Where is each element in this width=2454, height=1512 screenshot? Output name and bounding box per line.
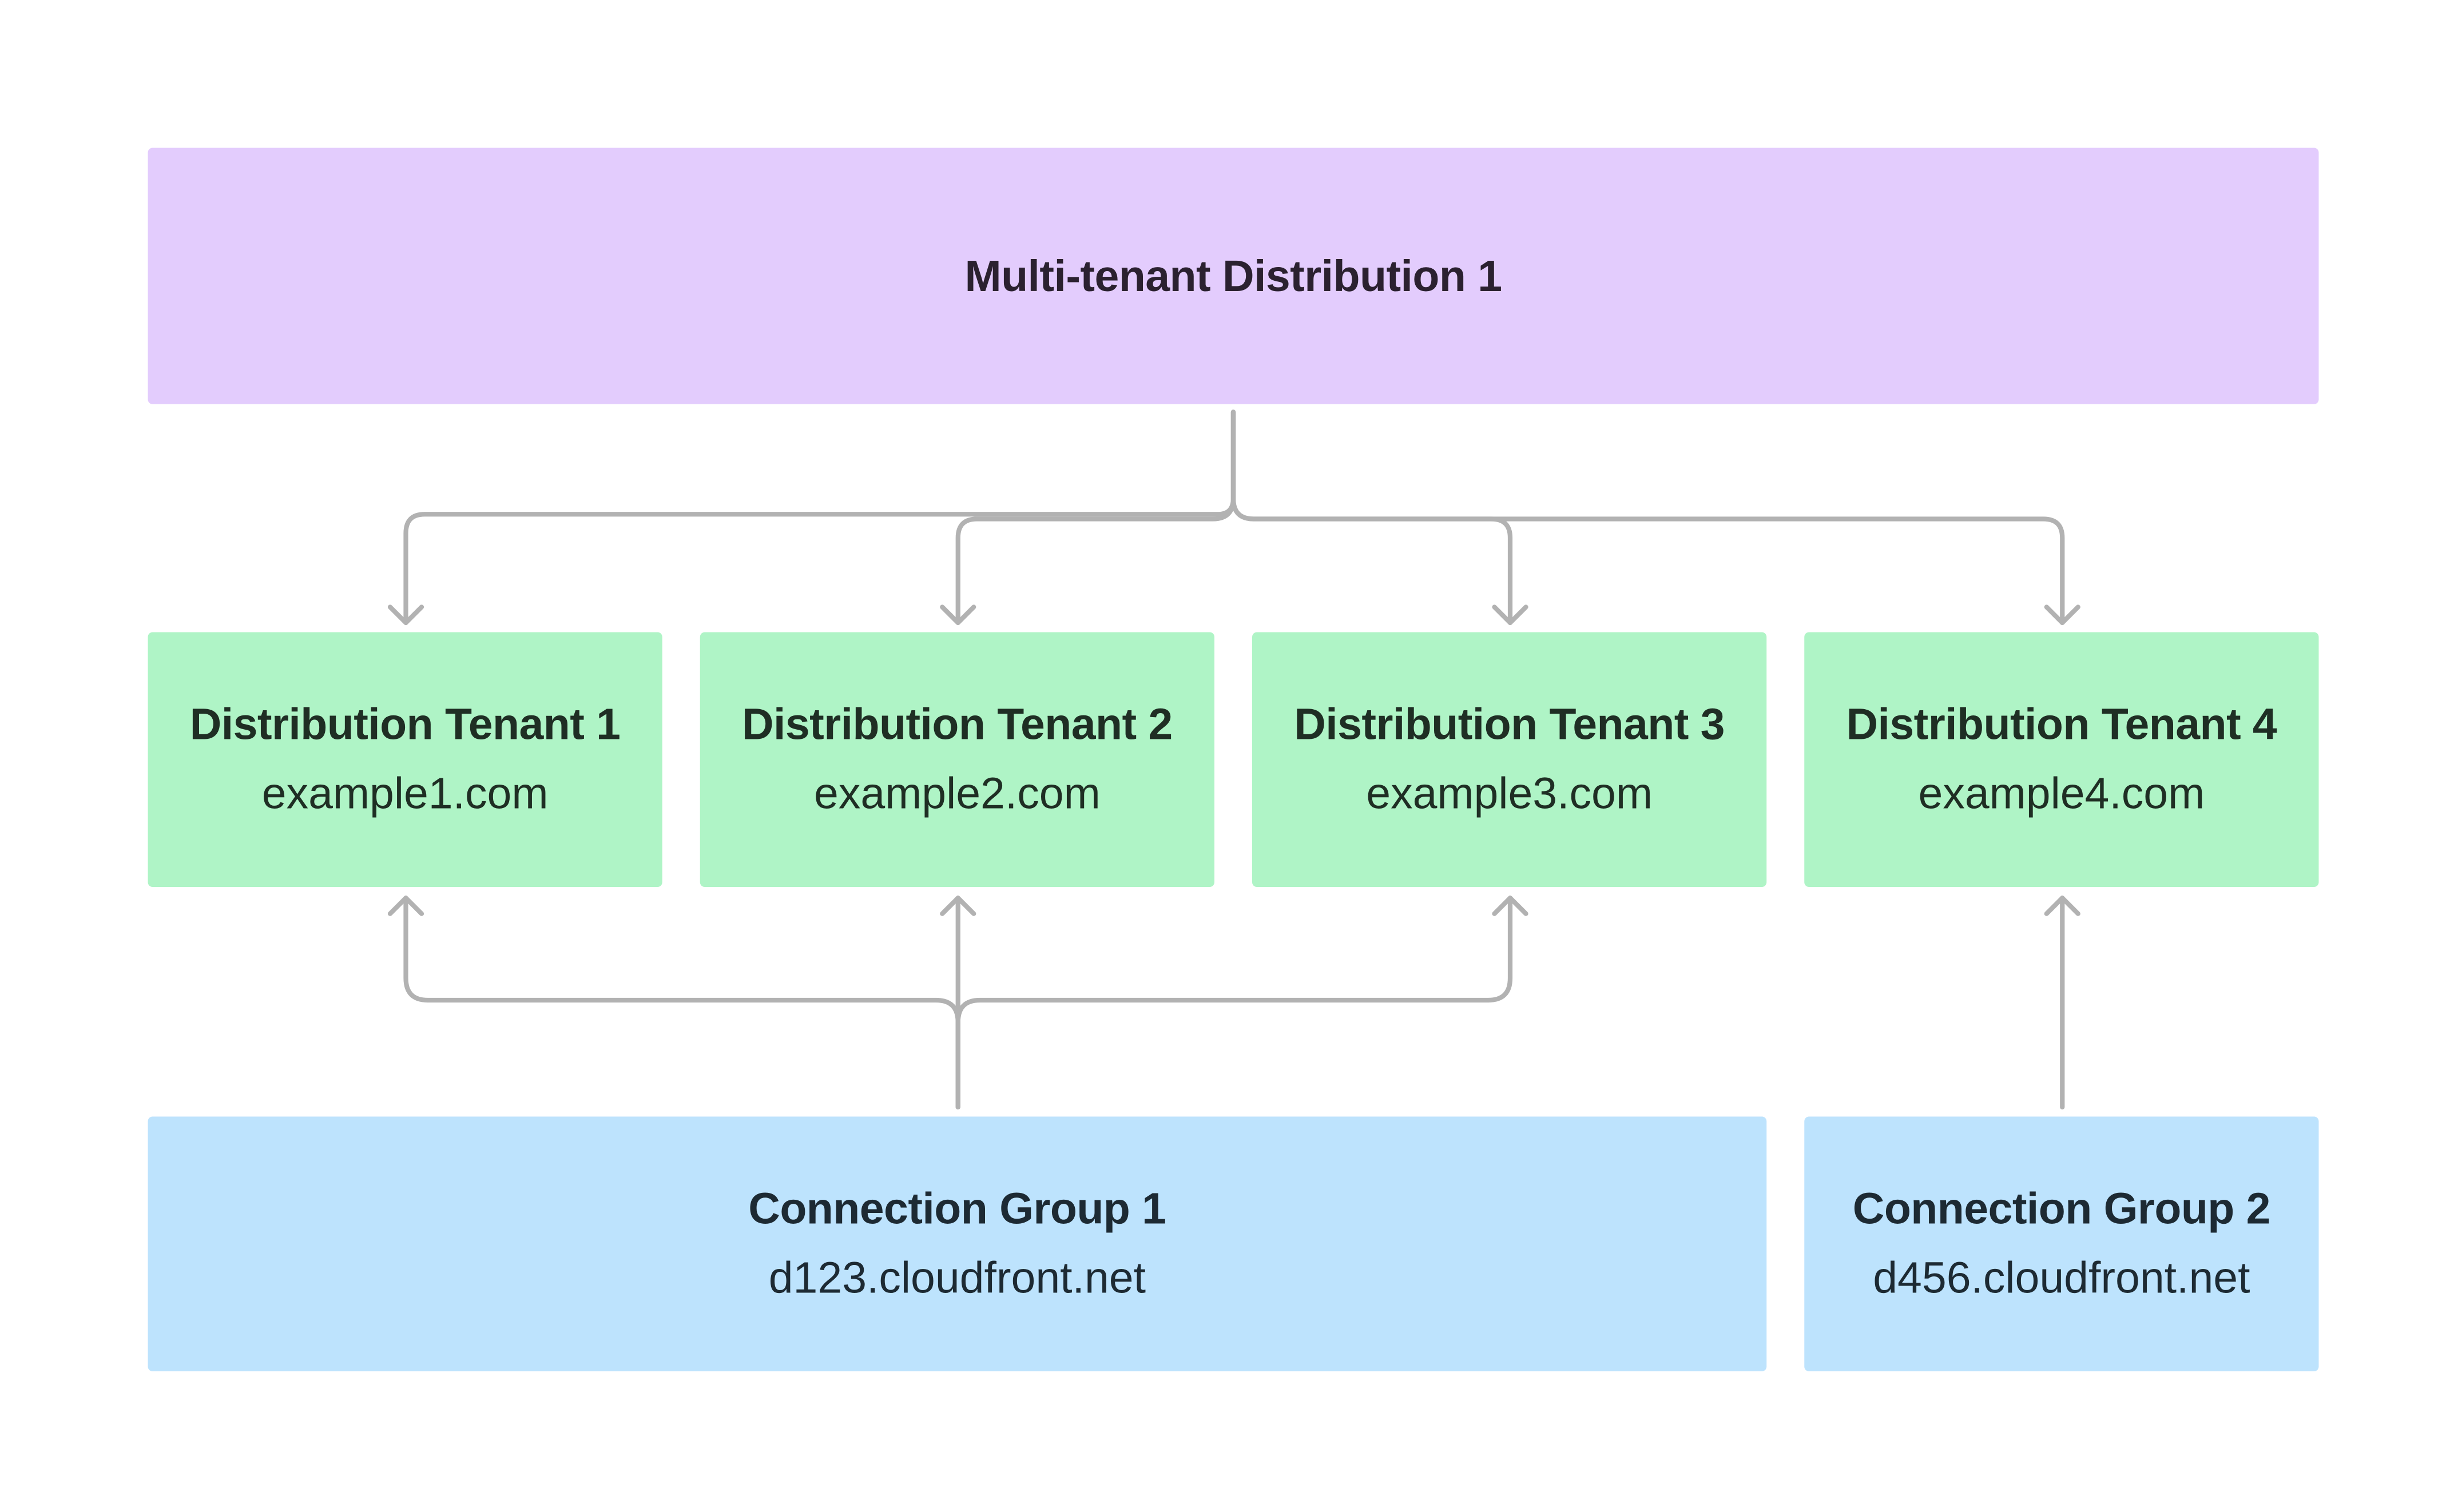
distribution-title: Multi-tenant Distribution 1 [964, 250, 1502, 300]
edge-group-1-to-tenant-3 [955, 896, 1513, 1110]
tenant-4-domain: example4.com [1918, 769, 2205, 818]
tenant-1-domain: example1.com [261, 769, 549, 818]
connection-group-1-box: Connection Group 1 d123.cloudfront.net [148, 1116, 1767, 1371]
distribution-tenant-3-box: Distribution Tenant 3 example3.com [1252, 632, 1767, 887]
distribution-tenant-4-box: Distribution Tenant 4 example4.com [1804, 632, 2319, 887]
tenant-3-title: Distribution Tenant 3 [1294, 699, 1725, 749]
arrowhead-up-tenant-1 [387, 896, 424, 916]
connection-group-2-box: Connection Group 2 d456.cloudfront.net [1804, 1116, 2319, 1371]
edge-distribution-to-tenant-2 [955, 409, 1236, 626]
tenant-3-domain: example3.com [1366, 769, 1653, 818]
arrowhead-up-tenant-4 [2044, 896, 2080, 916]
arrowhead-tenant-4 [2044, 604, 2080, 626]
edge-distribution-to-tenant-1 [403, 409, 1236, 626]
arrowhead-tenant-2 [940, 604, 976, 626]
arrowhead-up-tenant-2 [940, 896, 976, 916]
arrowhead-up-tenant-3 [1492, 896, 1528, 916]
edge-distribution-to-tenant-3 [1230, 409, 1513, 626]
arrowhead-tenant-1 [387, 604, 424, 626]
tenant-2-domain: example2.com [813, 769, 1101, 818]
connection-group-2-domain: d456.cloudfront.net [1873, 1253, 2250, 1302]
connection-group-1-title: Connection Group 1 [748, 1184, 1166, 1233]
distribution-tenant-2-box: Distribution Tenant 2 example2.com [700, 632, 1214, 887]
connection-group-2-title: Connection Group 2 [1852, 1184, 2271, 1233]
edge-distribution-to-tenant-4 [1230, 409, 2065, 626]
multi-tenant-distribution-box: Multi-tenant Distribution 1 [148, 148, 2319, 404]
edge-group-1-to-tenant-1 [403, 896, 960, 1110]
distribution-tenant-1-box: Distribution Tenant 1 example1.com [148, 632, 662, 887]
tenant-2-title: Distribution Tenant 2 [741, 699, 1173, 749]
connection-group-1-domain: d123.cloudfront.net [768, 1253, 1146, 1302]
tenant-4-title: Distribution Tenant 4 [1846, 699, 2277, 749]
tenant-1-title: Distribution Tenant 1 [189, 699, 621, 749]
arrowhead-tenant-3 [1492, 604, 1528, 626]
